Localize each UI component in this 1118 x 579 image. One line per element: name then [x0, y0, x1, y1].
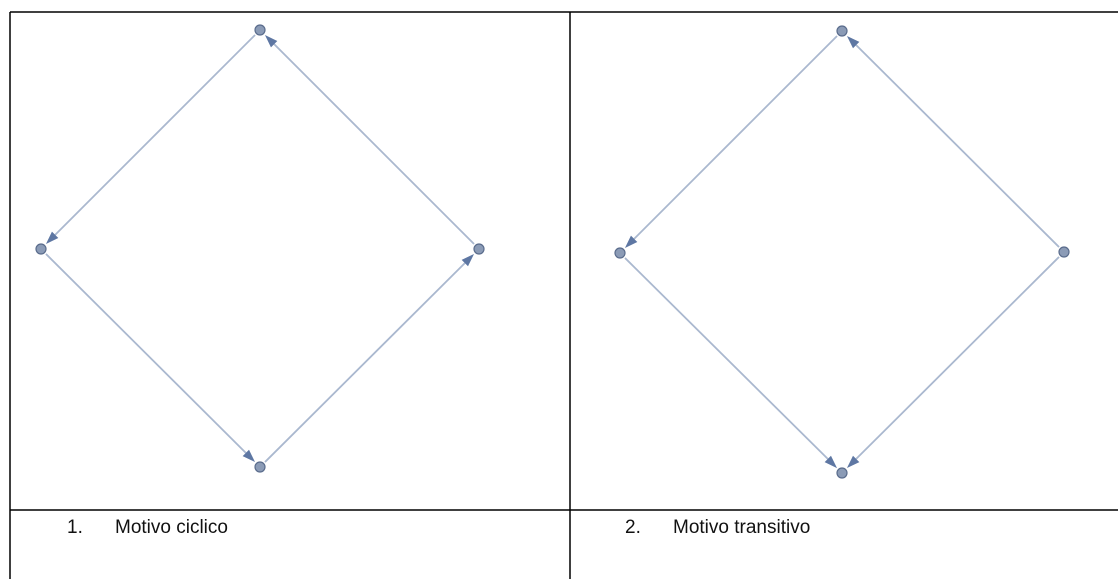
edge-bottom-to-right: [264, 262, 466, 463]
arrowhead-top-to-left: [45, 231, 59, 245]
motif-graph-2: [614, 25, 1070, 479]
arrowhead-right-to-top: [264, 34, 278, 48]
arrowhead-right-to-top: [846, 35, 860, 49]
node-bottom: [836, 467, 848, 479]
node-top: [836, 25, 848, 37]
arrowhead-right-to-bottom: [846, 455, 860, 469]
motif-graphs: [35, 24, 1070, 479]
motif-graph-1: [35, 24, 485, 473]
arrowhead-bottom-to-right: [461, 253, 475, 267]
edge-left-to-bottom: [624, 257, 829, 460]
edge-right-to-bottom: [855, 256, 1060, 460]
node-right: [473, 243, 485, 255]
arrowhead-left-to-bottom: [242, 449, 256, 463]
table-grid: [9, 11, 1118, 579]
node-right: [1058, 246, 1070, 258]
node-left: [35, 243, 47, 255]
caption-motif-2: 2. Motivo transitivo: [625, 517, 810, 539]
caption-number: 2.: [625, 517, 641, 538]
edge-right-to-top: [273, 43, 475, 245]
edge-top-to-left: [54, 34, 256, 236]
caption-number: 1.: [67, 517, 83, 538]
caption-motif-1: 1. Motivo ciclico: [67, 517, 228, 539]
caption-text: Motivo transitivo: [673, 517, 811, 538]
node-left: [614, 247, 626, 259]
arrowhead-top-to-left: [624, 235, 638, 249]
edge-left-to-bottom: [45, 253, 247, 454]
edge-top-to-left: [633, 35, 838, 240]
arrowhead-left-to-bottom: [824, 455, 838, 469]
caption-text: Motivo ciclico: [115, 517, 228, 538]
edge-right-to-top: [855, 44, 1060, 248]
node-top: [254, 24, 266, 36]
node-bottom: [254, 461, 266, 473]
